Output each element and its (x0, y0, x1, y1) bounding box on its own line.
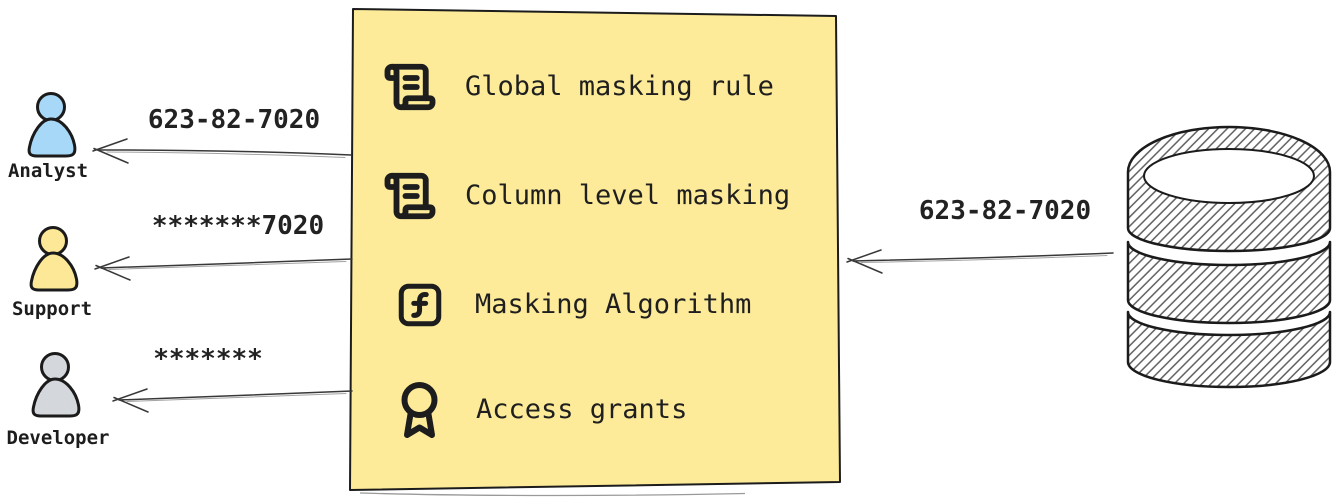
masking-box-item-label: Column level masking (465, 180, 791, 212)
function-square-icon (398, 283, 442, 327)
database-source-value: 623-82-7020 (918, 196, 1092, 226)
persona-support (24, 226, 82, 292)
developer-received-value: ******* (153, 344, 263, 374)
masking-box-row-column-masking: Column level masking (383, 169, 790, 223)
persona-developer-label: Developer (6, 427, 110, 449)
persona-support-label: Support (11, 298, 93, 320)
developer-person-icon (31, 352, 81, 418)
masking-box-row-algorithm: Masking Algorithm (395, 280, 751, 330)
analyst-person-icon (27, 92, 77, 158)
persona-developer (26, 352, 84, 418)
box-sketch-line (359, 492, 746, 497)
analyst-received-value: 623-82-7020 (147, 105, 321, 135)
masking-box-row-global-rule: Global masking rule (383, 60, 774, 114)
database-icon (1126, 125, 1332, 389)
scroll-text-icon (384, 63, 436, 111)
masking-box (349, 8, 841, 491)
arrow-box-to-support (94, 256, 353, 281)
masking-box-row-access-grants: Access grants (397, 377, 687, 443)
persona-analyst (22, 92, 80, 158)
scroll-text-icon (384, 172, 436, 220)
database-top-opening (1143, 148, 1315, 204)
masking-box-item-label: Global masking rule (465, 71, 774, 103)
persona-analyst-label: Analyst (7, 160, 89, 182)
award-icon (401, 382, 438, 438)
arrow-box-to-analyst (92, 138, 352, 164)
support-received-value: *******7020 (151, 211, 325, 241)
masking-box-item-label: Masking Algorithm (475, 289, 752, 321)
masking-box-item-label: Access grants (476, 394, 688, 426)
support-person-icon (29, 226, 79, 292)
arrow-box-to-developer (112, 388, 353, 413)
arrow-database-to-box (846, 249, 1114, 274)
